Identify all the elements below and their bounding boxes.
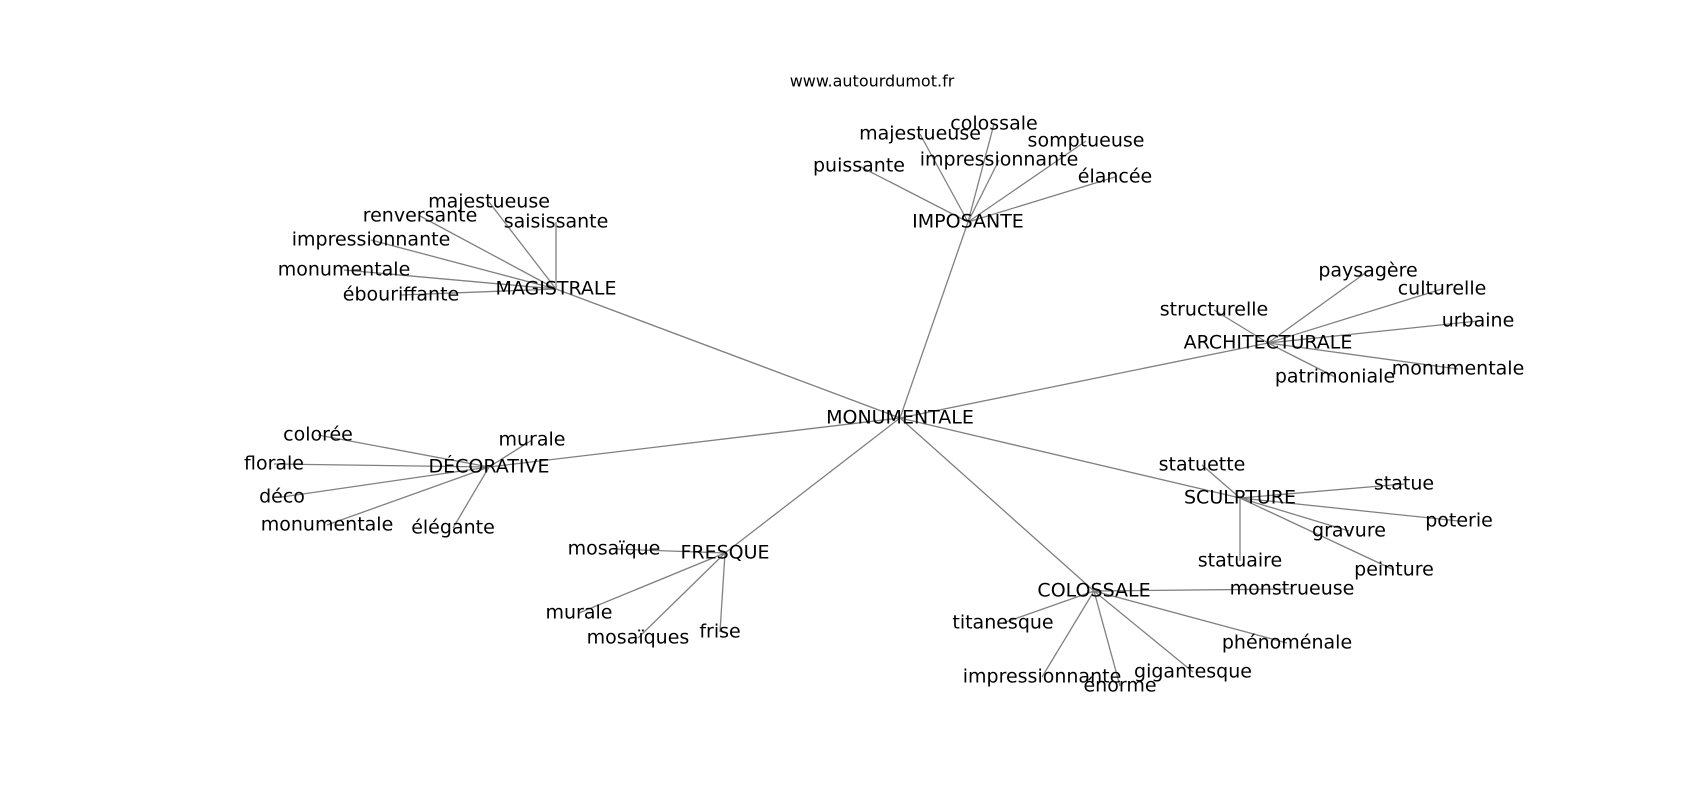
edge-fresque-1 xyxy=(578,552,726,614)
word-node-sculpture-2[interactable]: poterie xyxy=(1425,510,1493,532)
word-node-decorative-2[interactable]: florale xyxy=(244,453,304,475)
edge-imposante-0 xyxy=(967,123,995,223)
edge-decorative-1 xyxy=(488,439,533,468)
word-node-decorative-1[interactable]: murale xyxy=(499,429,566,451)
word-node-architecturale-4[interactable]: monumentale xyxy=(1392,358,1525,380)
edge-architecturale-1 xyxy=(1267,288,1443,344)
word-node-colossale-1[interactable]: titanesque xyxy=(952,612,1053,634)
edge-imposante-1 xyxy=(919,133,969,223)
edge-root-decorative xyxy=(488,417,901,468)
edge-imposante-3 xyxy=(967,159,1000,223)
word-node-fresque-3[interactable]: frise xyxy=(699,621,740,643)
edge-colossale-4 xyxy=(1041,590,1095,678)
edge-fresque-2 xyxy=(637,552,726,639)
edge-colossale-1 xyxy=(1002,590,1095,624)
word-node-fresque-2[interactable]: mosaïques xyxy=(587,627,690,649)
word-node-imposante-2[interactable]: somptueuse xyxy=(1028,130,1145,152)
word-node-colossale-5[interactable]: énorme xyxy=(1083,675,1156,697)
hub-node-fresque[interactable]: FRESQUE xyxy=(680,542,769,564)
node-labels: MONUMENTALEIMPOSANTEcolossalemajestueuse… xyxy=(244,113,1524,697)
word-node-magistrale-0[interactable]: majestueuse xyxy=(428,191,550,213)
hub-node-magistrale[interactable]: MAGISTRALE xyxy=(495,278,616,300)
edge-root-fresque xyxy=(724,417,901,554)
edge-sculpture-1 xyxy=(1239,483,1405,499)
hub-node-colossale[interactable]: COLOSSALE xyxy=(1037,580,1150,602)
word-node-decorative-0[interactable]: colorée xyxy=(283,424,353,446)
edge-magistrale-0 xyxy=(488,201,557,290)
edge-decorative-0 xyxy=(317,434,490,468)
word-node-colossale-3[interactable]: gigantesque xyxy=(1134,661,1252,683)
edge-imposante-5 xyxy=(967,176,1116,223)
edge-sculpture-2 xyxy=(1239,497,1460,522)
word-node-magistrale-3[interactable]: impressionnante xyxy=(292,229,451,251)
word-node-magistrale-1[interactable]: renversante xyxy=(363,205,478,227)
word-node-sculpture-3[interactable]: gravure xyxy=(1312,520,1386,542)
word-node-imposante-4[interactable]: puissante xyxy=(813,155,905,177)
edge-imposante-4 xyxy=(858,165,969,223)
word-node-imposante-3[interactable]: impressionnante xyxy=(920,149,1079,171)
edge-fresque-0 xyxy=(613,548,726,554)
word-node-sculpture-4[interactable]: statuaire xyxy=(1198,550,1283,572)
edge-root-architecturale xyxy=(899,342,1269,419)
edge-magistrale-3 xyxy=(370,239,557,290)
word-node-imposante-5[interactable]: élancée xyxy=(1078,166,1152,188)
edge-magistrale-5 xyxy=(400,288,557,296)
edge-architecturale-2 xyxy=(1213,309,1269,344)
word-node-sculpture-0[interactable]: statuette xyxy=(1159,454,1246,476)
word-node-colossale-2[interactable]: phénoménale xyxy=(1222,632,1352,654)
word-node-architecturale-1[interactable]: culturelle xyxy=(1398,278,1487,300)
word-node-magistrale-2[interactable]: saisissante xyxy=(504,211,609,233)
edge-architecturale-3 xyxy=(1267,320,1479,344)
edge-sculpture-5 xyxy=(1239,497,1395,571)
edge-root-magistrale xyxy=(555,288,901,419)
edge-root-imposante xyxy=(899,221,969,419)
word-node-sculpture-1[interactable]: statue xyxy=(1374,473,1434,495)
edge-sculpture-0 xyxy=(1201,464,1241,499)
word-node-sculpture-5[interactable]: peinture xyxy=(1354,559,1434,581)
word-node-fresque-1[interactable]: murale xyxy=(546,602,613,624)
edge-colossale-0 xyxy=(1093,588,1293,592)
edge-decorative-3 xyxy=(281,466,490,498)
edge-colossale-3 xyxy=(1093,590,1194,673)
word-node-imposante-0[interactable]: colossale xyxy=(950,113,1037,135)
edge-fresque-3 xyxy=(719,552,726,633)
word-node-magistrale-5[interactable]: ébouriffante xyxy=(343,284,459,306)
word-node-magistrale-4[interactable]: monumentale xyxy=(278,259,411,281)
word-node-architecturale-2[interactable]: structurelle xyxy=(1160,299,1268,321)
edge-colossale-5 xyxy=(1093,590,1121,687)
site-url: www.autourdumot.fr xyxy=(790,72,955,91)
edge-magistrale-4 xyxy=(343,269,557,290)
word-node-decorative-3[interactable]: déco xyxy=(259,486,305,508)
edge-imposante-2 xyxy=(967,140,1087,223)
word-node-decorative-5[interactable]: élégante xyxy=(411,517,495,539)
edge-root-colossale xyxy=(899,417,1095,592)
edges xyxy=(273,123,1479,687)
edge-colossale-2 xyxy=(1093,590,1288,644)
word-node-imposante-1[interactable]: majestueuse xyxy=(859,123,981,145)
hub-node-decorative[interactable]: DÉCORATIVE xyxy=(428,455,549,478)
hub-node-imposante[interactable]: IMPOSANTE xyxy=(912,211,1024,233)
edge-decorative-5 xyxy=(452,466,490,529)
word-node-decorative-4[interactable]: monumentale xyxy=(261,514,394,536)
word-node-architecturale-5[interactable]: patrimoniale xyxy=(1275,366,1395,388)
edge-root-sculpture xyxy=(899,417,1241,499)
edge-sculpture-3 xyxy=(1239,497,1350,532)
root-node[interactable]: MONUMENTALE xyxy=(826,407,974,429)
word-node-colossale-4[interactable]: impressionnante xyxy=(963,666,1122,688)
edge-architecturale-0 xyxy=(1267,270,1369,344)
edge-magistrale-1 xyxy=(419,215,557,290)
edge-decorative-4 xyxy=(326,466,490,526)
word-node-colossale-0[interactable]: monstrueuse xyxy=(1230,578,1355,600)
word-node-architecturale-0[interactable]: paysagère xyxy=(1318,260,1417,282)
hub-node-architecturale[interactable]: ARCHITECTURALE xyxy=(1184,332,1353,354)
edge-architecturale-5 xyxy=(1267,342,1336,378)
word-node-architecturale-3[interactable]: urbaine xyxy=(1442,310,1515,332)
edge-architecturale-4 xyxy=(1267,342,1459,370)
edge-decorative-2 xyxy=(273,463,490,468)
word-node-fresque-0[interactable]: mosaïque xyxy=(568,538,661,560)
hub-node-sculpture[interactable]: SCULPTURE xyxy=(1184,487,1296,509)
